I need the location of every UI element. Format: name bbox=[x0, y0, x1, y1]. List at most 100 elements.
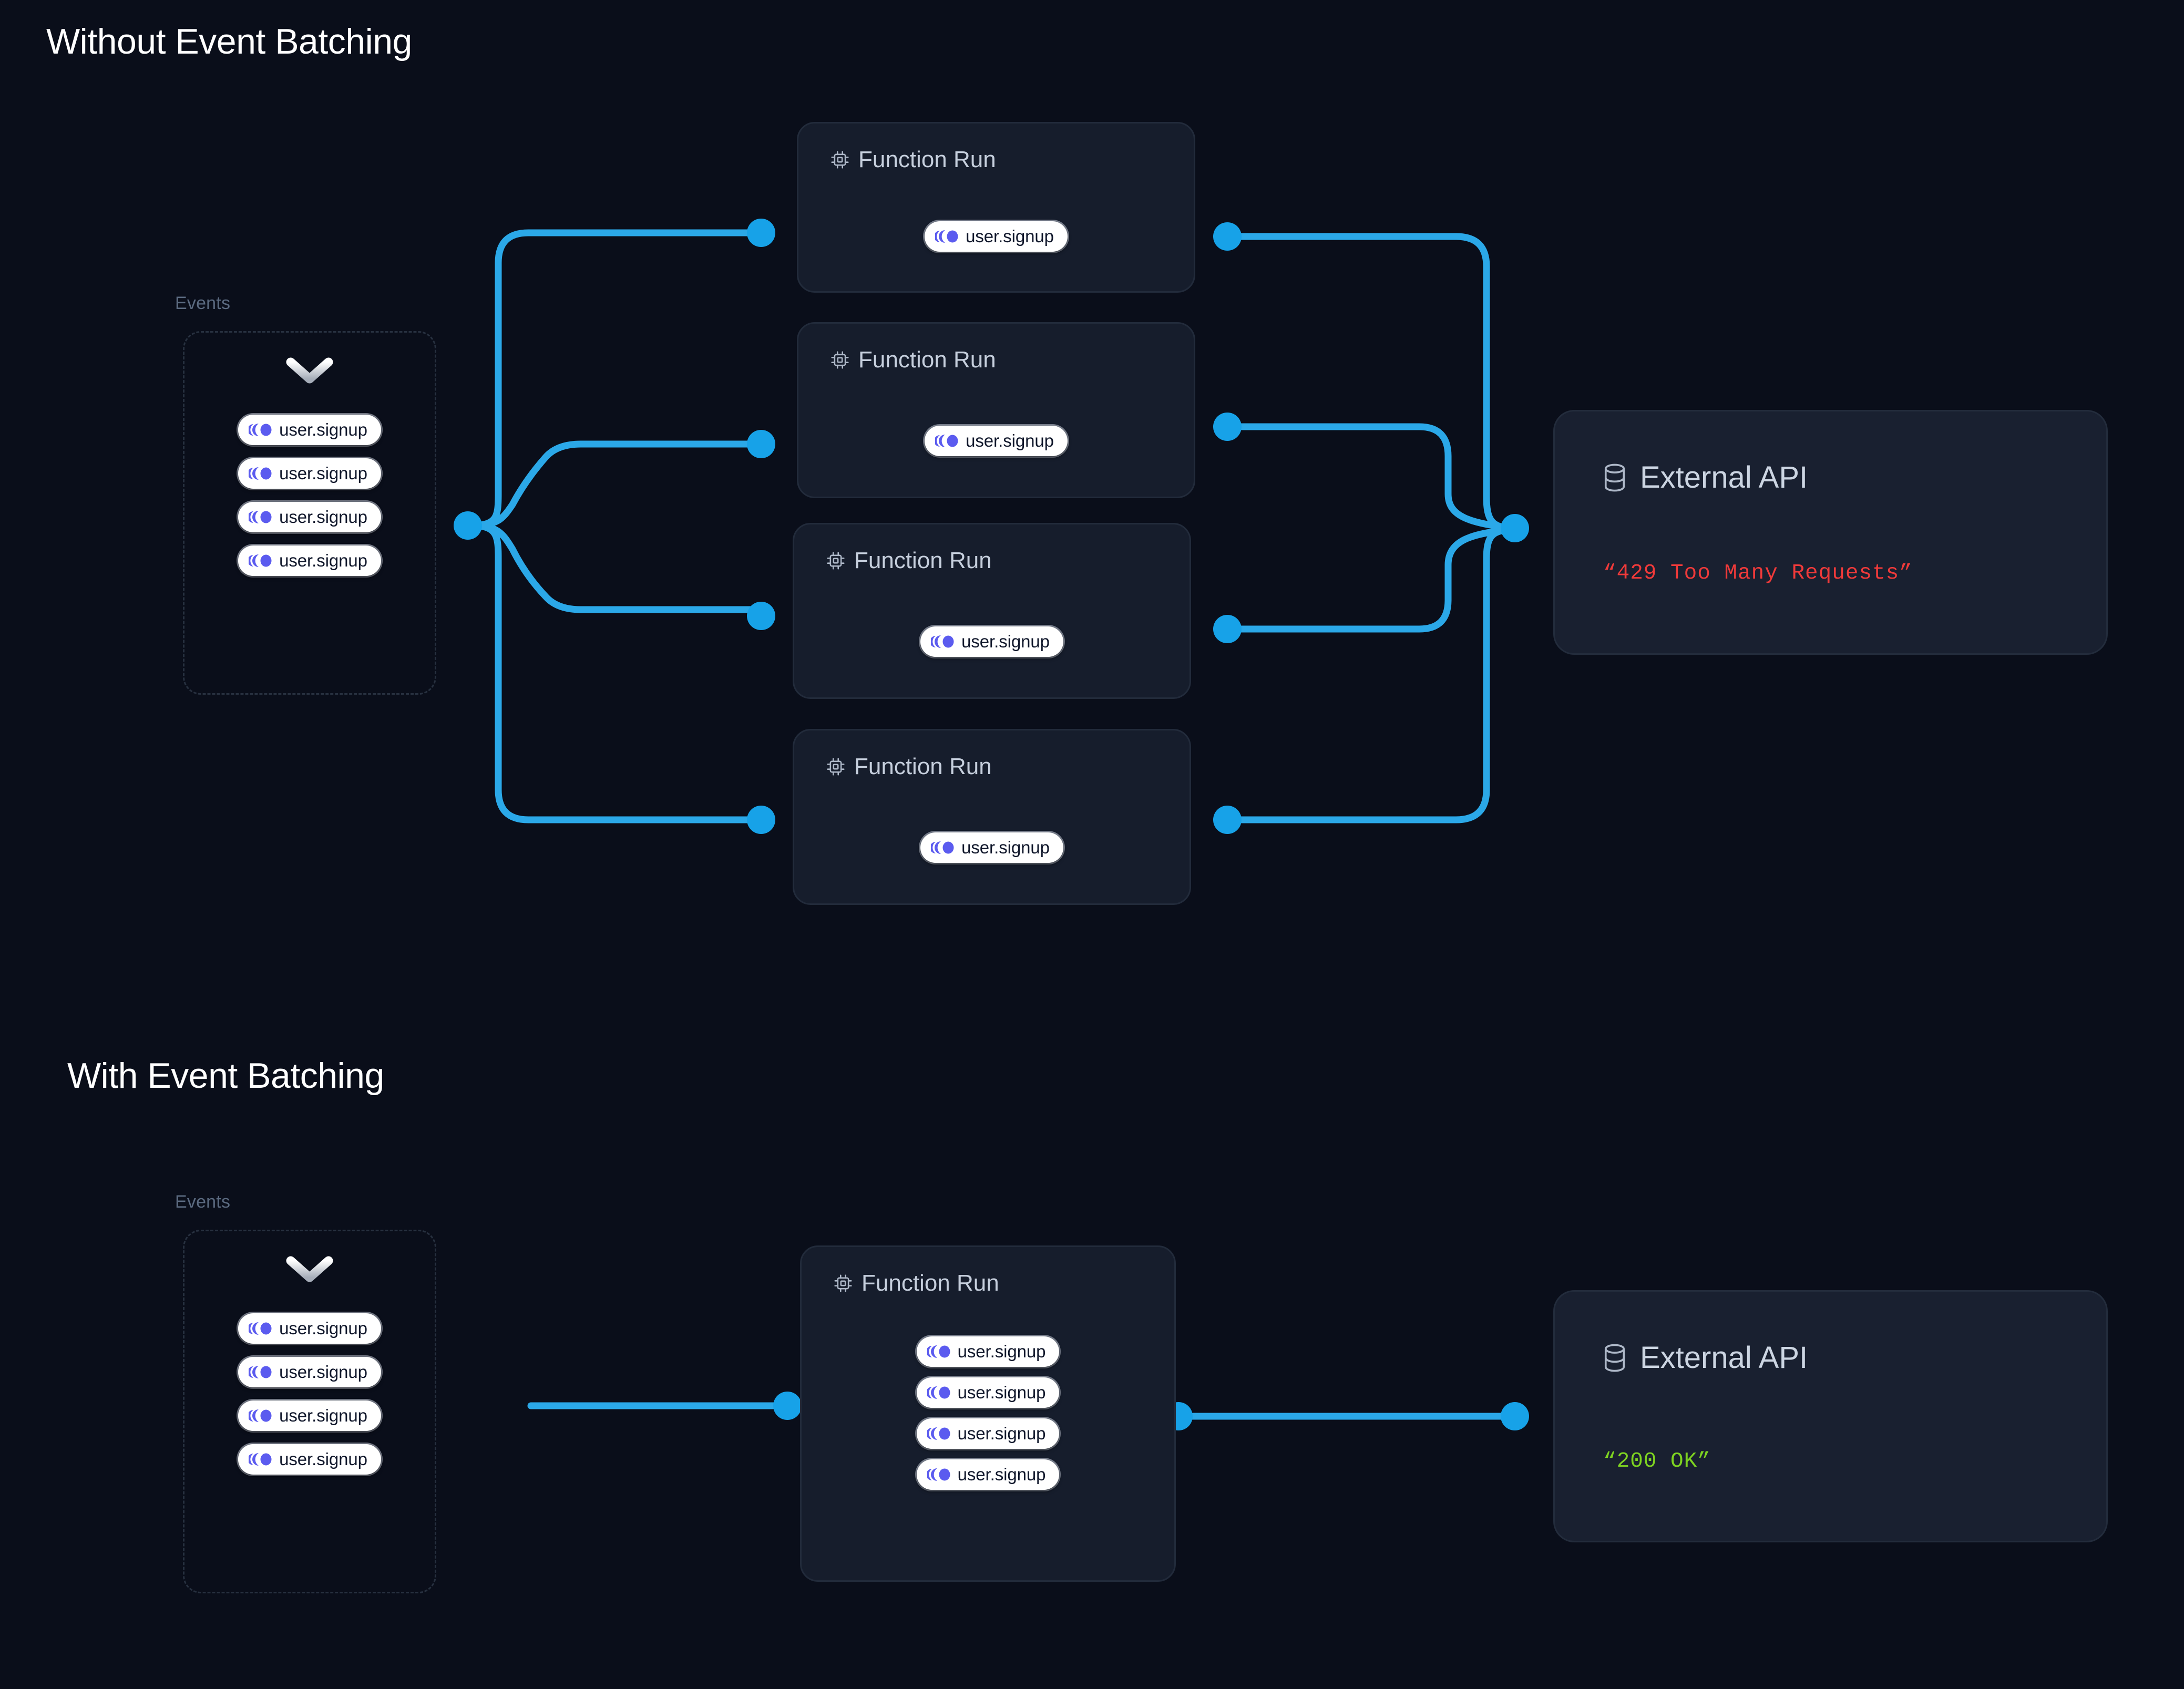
function-run-card-4[interactable]: Function Run user.signup bbox=[793, 729, 1191, 905]
event-stream-icon bbox=[249, 1366, 272, 1378]
chevron-down-icon bbox=[286, 357, 333, 384]
function-run-title-2: Function Run bbox=[858, 347, 996, 373]
event-pill[interactable]: user.signup bbox=[925, 221, 1068, 252]
function-run-events-4: user.signup bbox=[794, 832, 1190, 863]
event-pill[interactable]: user.signup bbox=[916, 1336, 1060, 1367]
cpu-chip-icon bbox=[827, 758, 845, 776]
event-pill[interactable]: user.signup bbox=[920, 832, 1063, 863]
function-run-header-4: Function Run bbox=[825, 754, 992, 780]
event-pill-label: user.signup bbox=[279, 464, 367, 483]
event-stream-icon bbox=[249, 511, 272, 523]
fn-run-input-dot-4 bbox=[747, 806, 775, 834]
batched-external-api-input-dot bbox=[1501, 1402, 1529, 1430]
event-stream-icon bbox=[931, 841, 954, 854]
event-stream-icon bbox=[935, 230, 958, 243]
event-pill[interactable]: user.signup bbox=[238, 458, 381, 489]
function-run-events-3: user.signup bbox=[794, 626, 1190, 657]
events-container-bottom: user.signup user.signup user.signup user.si… bbox=[183, 1230, 436, 1593]
event-stream-icon bbox=[249, 1322, 272, 1335]
function-run-title-3: Function Run bbox=[854, 548, 992, 573]
cpu-chip-icon bbox=[834, 1274, 852, 1292]
event-stream-icon bbox=[249, 1409, 272, 1422]
function-run-card-3[interactable]: Function Run user.signup bbox=[793, 523, 1191, 699]
cpu-chip-icon bbox=[831, 351, 849, 369]
event-stream-icon bbox=[927, 1386, 950, 1399]
event-pill-label: user.signup bbox=[279, 420, 367, 439]
fn-run-input-dot-3 bbox=[747, 602, 775, 630]
external-api-card-top[interactable]: External API “429 Too Many Requests” bbox=[1553, 410, 2108, 655]
event-pill-label: user.signup bbox=[279, 1449, 367, 1469]
event-stream-icon bbox=[927, 1468, 950, 1481]
event-pill[interactable]: user.signup bbox=[916, 1459, 1060, 1490]
events-list-bottom: user.signup user.signup user.signup user.si… bbox=[184, 1313, 435, 1475]
event-pill-label: user.signup bbox=[279, 1362, 367, 1382]
event-pill-label: user.signup bbox=[966, 226, 1054, 246]
fn-run-input-dot-1 bbox=[747, 219, 775, 247]
cpu-chip-icon bbox=[827, 552, 845, 570]
function-run-events-2: user.signup bbox=[798, 426, 1194, 456]
event-pill[interactable]: user.signup bbox=[238, 415, 381, 445]
event-pill-label: user.signup bbox=[957, 1383, 1046, 1402]
fn-run-output-dot-3 bbox=[1213, 615, 1242, 643]
event-pill[interactable]: user.signup bbox=[238, 545, 381, 576]
event-stream-icon bbox=[927, 1427, 950, 1440]
function-run-events-batched: user.signup user.signup user.signup user.si… bbox=[802, 1336, 1174, 1490]
event-pill-label: user.signup bbox=[957, 1342, 1046, 1361]
function-run-events-1: user.signup bbox=[798, 221, 1194, 252]
event-pill-label: user.signup bbox=[279, 1406, 367, 1425]
function-run-header-1: Function Run bbox=[829, 147, 996, 173]
event-stream-icon bbox=[249, 424, 272, 436]
event-pill[interactable]: user.signup bbox=[925, 426, 1068, 456]
event-stream-icon bbox=[927, 1345, 950, 1358]
event-pill-label: user.signup bbox=[279, 507, 367, 527]
fn-run-output-dot-2 bbox=[1213, 413, 1242, 441]
external-api-status-top: “429 Too Many Requests” bbox=[1603, 561, 1913, 585]
external-api-title-top: External API bbox=[1640, 460, 1808, 495]
function-run-title-4: Function Run bbox=[854, 754, 992, 779]
fn-run-input-dot-2 bbox=[747, 430, 775, 458]
event-pill[interactable]: user.signup bbox=[238, 1444, 381, 1475]
function-run-title-batched: Function Run bbox=[862, 1270, 999, 1296]
event-pill[interactable]: user.signup bbox=[238, 1313, 381, 1344]
event-pill-label: user.signup bbox=[966, 431, 1054, 450]
event-pill[interactable]: user.signup bbox=[920, 626, 1063, 657]
event-stream-icon bbox=[249, 554, 272, 567]
event-pill[interactable]: user.signup bbox=[238, 1357, 381, 1387]
database-icon bbox=[1604, 1344, 1625, 1372]
event-pill-label: user.signup bbox=[279, 551, 367, 570]
function-run-title-1: Function Run bbox=[858, 147, 996, 172]
event-pill[interactable]: user.signup bbox=[916, 1418, 1060, 1449]
external-api-input-junction-dot bbox=[1501, 514, 1529, 542]
event-pill[interactable]: user.signup bbox=[238, 502, 381, 532]
database-icon bbox=[1604, 464, 1625, 491]
section-title-with-batching: With Event Batching bbox=[67, 1056, 384, 1096]
function-run-card-1[interactable]: Function Run user.signup bbox=[797, 122, 1195, 293]
events-label-top: Events bbox=[175, 293, 231, 313]
external-api-header-bottom: External API bbox=[1601, 1340, 1808, 1375]
external-api-header-top: External API bbox=[1601, 460, 1808, 495]
event-pill[interactable]: user.signup bbox=[238, 1400, 381, 1431]
external-api-title-bottom: External API bbox=[1640, 1341, 1808, 1375]
events-list-top: user.signup user.signup user.signup user.si… bbox=[184, 415, 435, 576]
events-container-top: user.signup user.signup user.signup user.si… bbox=[183, 331, 436, 695]
event-stream-icon bbox=[935, 435, 958, 447]
function-run-card-2[interactable]: Function Run user.signup bbox=[797, 322, 1195, 498]
function-run-header-batched: Function Run bbox=[832, 1270, 999, 1296]
fn-run-output-dot-1 bbox=[1213, 222, 1242, 251]
event-stream-icon bbox=[249, 1453, 272, 1466]
events-fanout-junction-dot bbox=[454, 511, 482, 540]
event-pill-label: user.signup bbox=[961, 632, 1050, 651]
chevron-down-icon bbox=[286, 1256, 333, 1282]
event-pill-label: user.signup bbox=[279, 1319, 367, 1338]
events-label-bottom: Events bbox=[175, 1192, 231, 1212]
event-stream-icon bbox=[249, 467, 272, 480]
event-stream-icon bbox=[931, 635, 954, 648]
external-api-card-bottom[interactable]: External API “200 OK” bbox=[1553, 1290, 2108, 1542]
event-pill[interactable]: user.signup bbox=[916, 1377, 1060, 1408]
cpu-chip-icon bbox=[831, 151, 849, 169]
event-pill-label: user.signup bbox=[961, 838, 1050, 857]
fn-run-output-dot-4 bbox=[1213, 806, 1242, 834]
batched-fn-run-input-dot bbox=[773, 1392, 802, 1420]
